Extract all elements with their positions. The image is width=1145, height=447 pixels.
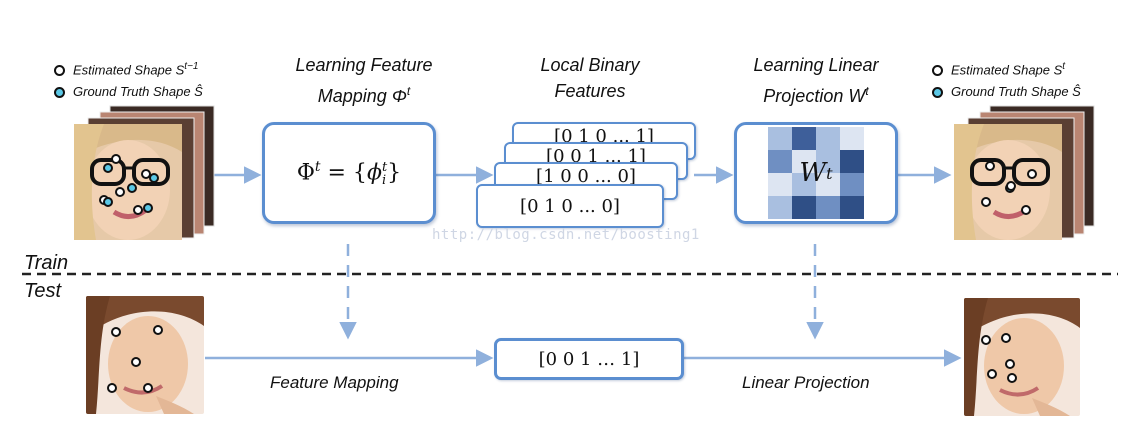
legend-item-estimated: Estimated Shape St (932, 56, 1081, 81)
matrix-cell (792, 150, 816, 173)
test-output-face (964, 298, 1080, 416)
face-stack-image (74, 105, 215, 240)
feature-mapping-title: Learning Feature Mapping Φt (295, 55, 433, 106)
matrix-cell (792, 127, 816, 150)
matrix-cell (840, 173, 864, 196)
train-output-face-stack (954, 104, 1100, 242)
matrix-cell (792, 173, 816, 196)
legend-item-ground-truth: Ground Truth Shape Ŝ (54, 81, 203, 103)
train-label: Train (24, 252, 69, 274)
matrix-cell (792, 196, 816, 219)
watermark: http://blog.csdn.net/boosting1 (432, 227, 700, 243)
face-image (964, 298, 1080, 416)
matrix-cell (840, 150, 864, 173)
test-feature-vector: [0 0 1 … 1] (494, 338, 684, 380)
matrix-cell (816, 173, 840, 196)
white-dot-icon (932, 65, 943, 77)
projection-matrix-grid (768, 127, 864, 219)
blue-dot-icon (932, 87, 943, 99)
legend-item-estimated: Estimated Shape St−1 (54, 56, 203, 81)
face-stack-image (954, 105, 1095, 240)
test-input-face (86, 296, 204, 414)
test-label: Test (24, 280, 62, 302)
matrix-cell (768, 173, 792, 196)
white-dot-icon (54, 65, 65, 77)
legend-left: Estimated Shape St−1 Ground Truth Shape … (54, 56, 203, 103)
legend-item-ground-truth: Ground Truth Shape Ŝ (932, 81, 1081, 103)
matrix-cell (840, 127, 864, 150)
legend-right: Estimated Shape St Ground Truth Shape Ŝ (932, 56, 1081, 103)
matrix-cell (816, 150, 840, 173)
matrix-cell (768, 196, 792, 219)
blue-dot-icon (54, 87, 65, 99)
matrix-cell (768, 150, 792, 173)
face-image (86, 296, 204, 414)
matrix-cell (816, 127, 840, 150)
lbf-title: Local Binary Features (540, 55, 640, 101)
projection-title: Learning Linear Projection Wt (753, 55, 879, 106)
linear-projection-label: Linear Projection (742, 373, 870, 392)
matrix-cell (768, 127, 792, 150)
train-input-face-stack (74, 104, 220, 242)
matrix-cell (840, 196, 864, 219)
lbf-vector-1: [0 1 0 ... 0] (476, 184, 664, 228)
feature-mapping-label: Feature Mapping (270, 373, 399, 392)
matrix-cell (816, 196, 840, 219)
